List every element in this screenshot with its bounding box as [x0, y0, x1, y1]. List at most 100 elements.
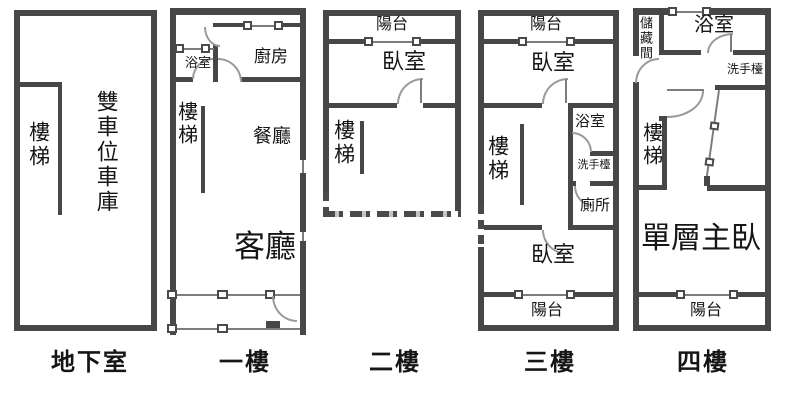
window-strip	[680, 294, 733, 296]
wall	[590, 151, 613, 156]
stair-rail	[360, 121, 364, 174]
wall-dashed	[478, 205, 484, 247]
wall	[568, 103, 573, 225]
wall	[572, 292, 613, 297]
room-label-stairs: 樓梯	[174, 101, 197, 147]
wall	[478, 10, 619, 16]
floor-caption-basement: 地下室	[51, 349, 129, 376]
room-label-balcony-top: 陽台	[529, 16, 562, 33]
wall	[590, 181, 613, 186]
wall	[323, 10, 329, 192]
wall	[639, 292, 680, 297]
window-symbol	[201, 44, 210, 53]
room-label-toilet: 廁所	[579, 197, 610, 214]
stair-rail	[58, 82, 62, 215]
wall	[170, 8, 176, 335]
floor-caption-second-floor: 二樓	[369, 349, 421, 376]
door-leaf	[730, 34, 732, 52]
wall	[478, 325, 619, 331]
window-strip	[672, 11, 710, 13]
room-label-living: 客廳	[234, 229, 296, 264]
wall	[704, 176, 710, 186]
door-arc	[572, 132, 592, 152]
window-symbol	[265, 290, 275, 299]
wall	[14, 325, 157, 331]
window-symbol	[729, 290, 738, 299]
window-strip	[522, 41, 572, 43]
wall	[710, 8, 771, 15]
wall	[329, 103, 397, 108]
window-strip	[176, 328, 300, 330]
wall	[765, 8, 771, 331]
window-symbol	[364, 37, 373, 46]
window-symbol	[274, 21, 283, 30]
wall	[633, 8, 639, 56]
room-label-dining: 餐廳	[252, 126, 291, 147]
window-symbol	[566, 290, 575, 299]
wall	[300, 8, 306, 160]
room-label-washbasin: 洗手檯	[577, 159, 611, 171]
door-leaf	[667, 89, 704, 91]
window-symbol	[217, 324, 228, 333]
wall	[662, 120, 667, 187]
wall	[484, 225, 542, 230]
wall	[300, 241, 306, 335]
glass-partition	[704, 90, 720, 184]
wall	[572, 39, 613, 44]
wall	[14, 10, 20, 331]
window-symbol	[668, 7, 677, 16]
wall	[323, 10, 461, 16]
window-symbol	[514, 290, 523, 299]
door-arc	[667, 91, 704, 118]
room-label-stairs: 樓梯	[331, 119, 355, 167]
wall	[478, 10, 484, 205]
room-label-bathroom: 浴室	[574, 113, 605, 130]
wall	[283, 23, 300, 27]
window-symbol	[518, 37, 527, 46]
wall	[14, 10, 157, 16]
wall	[633, 82, 639, 331]
window-symbol	[676, 290, 685, 299]
wall	[659, 116, 667, 121]
stair-rail	[201, 106, 205, 193]
wall	[633, 8, 672, 15]
wall	[329, 39, 368, 44]
wall	[707, 185, 771, 191]
wall	[568, 103, 613, 108]
wall	[484, 292, 518, 297]
window-symbol	[175, 44, 184, 53]
room-label-balcony: 陽台	[689, 302, 722, 319]
wall	[176, 77, 193, 82]
wall	[423, 103, 455, 108]
window-symbol	[167, 324, 177, 333]
door-arc	[272, 296, 297, 322]
wall	[568, 225, 613, 230]
window-symbol	[566, 37, 575, 46]
window-symbol	[167, 290, 177, 299]
door-arc	[635, 58, 659, 83]
window-strip	[302, 232, 304, 241]
room-label-washbasin: 洗手檯	[726, 62, 763, 76]
room-label-garage: 雙車位車庫	[93, 90, 119, 215]
window-symbol	[704, 157, 715, 167]
room-label-bedroom: 臥室	[381, 49, 426, 74]
window-strip	[518, 294, 572, 296]
window-strip	[176, 48, 214, 50]
wall	[417, 39, 455, 44]
wall	[300, 173, 306, 232]
window-strip	[368, 41, 417, 43]
room-label-balcony-bottom: 陽台	[530, 302, 563, 319]
window-symbol	[702, 7, 711, 16]
floor-caption-third-floor: 三樓	[524, 349, 576, 376]
wall	[733, 292, 765, 297]
floor-caption-first-floor: 一樓	[219, 349, 271, 376]
wall	[240, 77, 306, 82]
wall	[568, 181, 576, 186]
window-symbol	[412, 37, 421, 46]
window-strip	[245, 25, 283, 27]
wall	[633, 325, 771, 331]
window-symbol	[217, 290, 228, 299]
room-label-bedroom-bottom: 臥室	[530, 242, 575, 267]
door-leaf	[565, 79, 567, 103]
